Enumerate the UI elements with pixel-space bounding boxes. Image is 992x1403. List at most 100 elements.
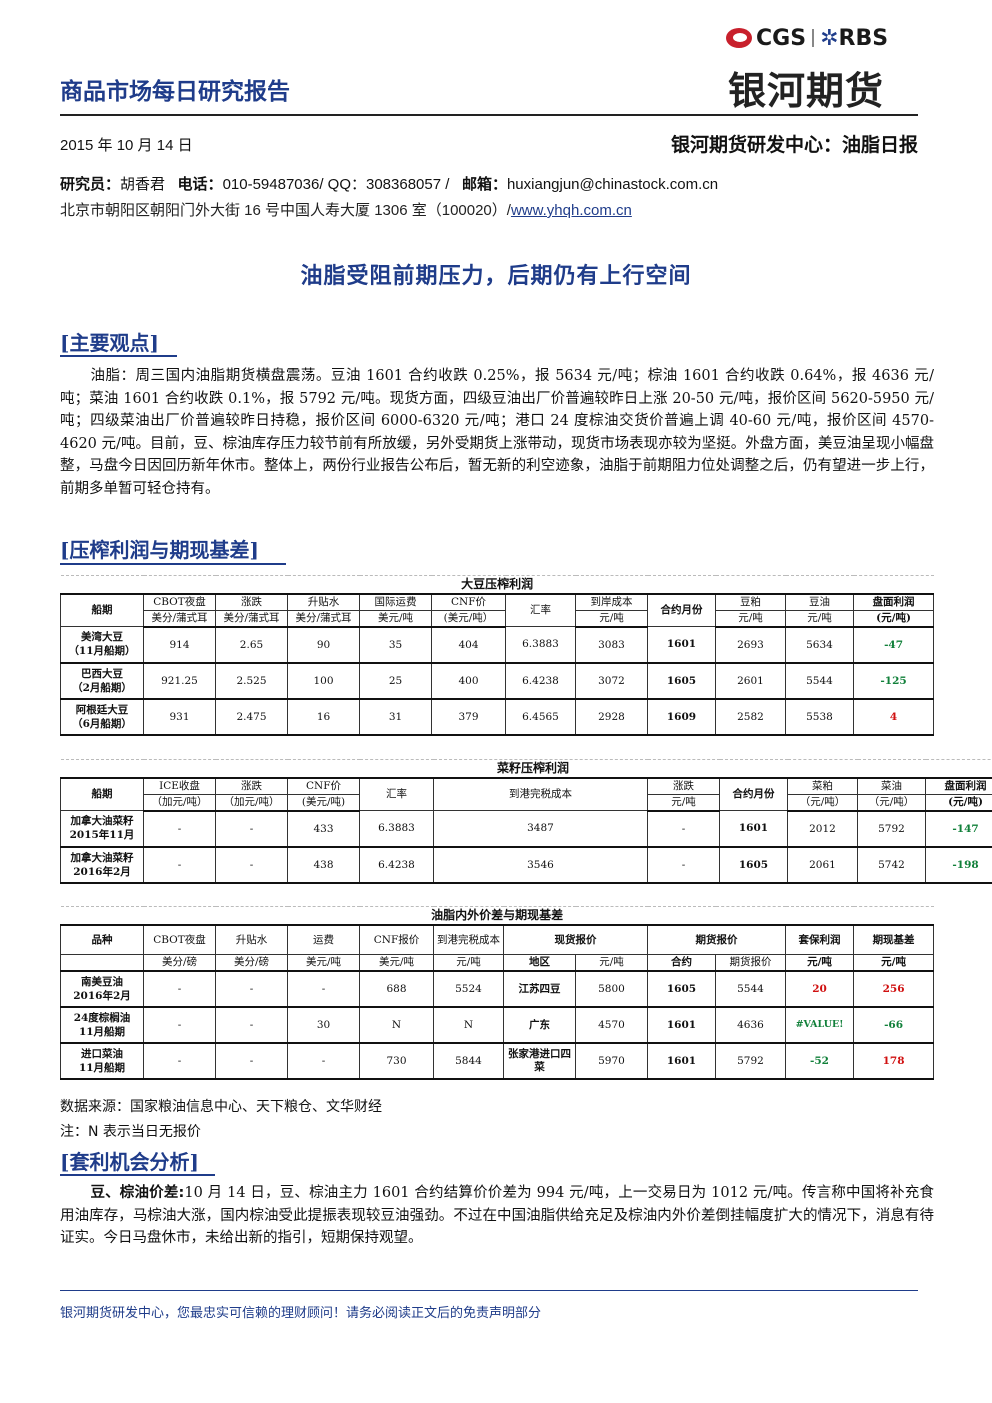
unit-cell: 元/吨	[715, 610, 786, 628]
website-link[interactable]: www.yhqh.com.cn	[510, 202, 632, 219]
value-cell: N	[359, 1006, 434, 1044]
value-cell: 5742	[857, 846, 926, 884]
value-cell: 4570	[575, 1006, 648, 1044]
value-cell: 30	[287, 1006, 360, 1044]
section-underline	[60, 355, 177, 357]
header-cell: 涨跌	[215, 776, 288, 795]
table-row: 巴西大豆（2月船期） 921.25 2.525 100 25 400 6.423…	[60, 662, 935, 700]
value-cell: -	[215, 1042, 288, 1080]
header-cell: 套保利润	[785, 923, 854, 955]
logo-chinese-name: 银河期货	[728, 69, 885, 113]
value-cell: 931	[143, 698, 216, 736]
value-cell: 4636	[715, 1006, 786, 1044]
value-cell: 1605	[719, 846, 788, 884]
value-cell: 5792	[715, 1042, 786, 1080]
report-date: 2015 年 10 月 14 日	[60, 137, 193, 154]
value-cell: 921.25	[143, 662, 216, 700]
profit-cell: -125	[852, 662, 935, 700]
oil-spread-basis-table: 油脂内外价差与期现基差 品种 CBOT夜盘 升贴水 运费 CNF报价 到港完税成…	[60, 906, 935, 1080]
value-cell: 5544	[785, 662, 854, 700]
unit-cell: 美元/吨	[287, 954, 360, 972]
header-cell: 涨跌	[215, 592, 288, 611]
header-cell: 升贴水	[215, 923, 288, 955]
value-cell: 3487	[433, 810, 648, 848]
value-cell: 6.4238	[359, 846, 434, 884]
value-cell: 5844	[433, 1042, 504, 1080]
value-cell: 433	[287, 810, 360, 848]
report-center-title: 银河期货研发中心：油脂日报	[670, 134, 918, 156]
unit-cell: 美元/吨	[359, 954, 434, 972]
value-cell: 6.3883	[359, 810, 434, 848]
value-cell: 5792	[857, 810, 926, 848]
value-cell: 100	[287, 662, 360, 700]
unit-cell	[60, 954, 144, 972]
header-cell: 升贴水	[287, 592, 360, 611]
value-cell: 1601	[647, 626, 716, 664]
value-cell: 730	[359, 1042, 434, 1080]
rbs-star-icon: ✲	[820, 26, 839, 51]
header-cell: CBOT夜盘	[143, 592, 216, 611]
table-title: 大豆压榨利润	[60, 575, 934, 594]
header-cell: 盘面利润	[924, 776, 992, 795]
header-cell: CBOT夜盘	[143, 923, 216, 955]
profit-cell: -147	[924, 810, 992, 848]
row-label: 美湾大豆（11月船期）	[60, 626, 144, 664]
header-cell: 豆粕	[715, 592, 786, 611]
address-line: 北京市朝阳区朝阳门外大街 16 号中国人寿大厦 1306 室（100020）/w…	[60, 199, 632, 220]
row-label: 阿根廷大豆（6月船期）	[60, 698, 144, 736]
value-cell: -	[143, 1042, 216, 1080]
value-cell: 2061	[787, 846, 858, 884]
header-cell: 盘面利润	[852, 592, 935, 611]
value-cell: N	[433, 1006, 504, 1044]
value-cell: -	[647, 846, 720, 884]
researcher-label: 研究员：	[60, 175, 121, 193]
value-cell: 1601	[647, 1042, 716, 1080]
header-cell: 到港完税成本	[433, 923, 504, 955]
phone-label: 电话：	[177, 175, 223, 193]
profit-cell: 4	[852, 698, 935, 736]
value-cell: 1601	[719, 810, 788, 848]
value-cell: 2.65	[215, 626, 288, 664]
section-underline	[60, 563, 286, 565]
profit-cell: -198	[924, 846, 992, 884]
paragraph-lead: 豆、棕油价差:	[90, 1185, 185, 1201]
section-heading-arbitrage: [套利机会分析]	[60, 1150, 199, 1174]
header-cell: 菜油	[857, 776, 926, 795]
value-cell: -	[215, 1006, 288, 1044]
header-cell: 品种	[60, 923, 144, 955]
header-cell: 菜粕	[787, 776, 858, 795]
value-cell: 3072	[575, 662, 648, 700]
address-text: 北京市朝阳区朝阳门外大街 16 号中国人寿大厦 1306 室（100020）/	[60, 202, 511, 219]
unit-cell: 元/吨	[785, 954, 854, 972]
footer-divider	[60, 1290, 918, 1291]
header-cell: 船期	[60, 776, 144, 811]
value-cell: 2693	[715, 626, 786, 664]
value-cell: -	[143, 970, 216, 1008]
main-title: 油脂受阻前期压力，后期仍有上行空间	[300, 263, 692, 289]
researcher-name: 胡香君	[120, 176, 166, 193]
unit-cell: （加元/吨）	[143, 794, 216, 812]
unit-cell: （元/吨）	[787, 794, 858, 812]
hedge-profit-cell: 20	[785, 970, 854, 1008]
value-cell: 2582	[715, 698, 786, 736]
unit-cell: (美元/吨)	[287, 794, 360, 812]
table-title: 菜籽压榨利润	[60, 759, 992, 778]
value-cell: 688	[359, 970, 434, 1008]
unit-cell: 元/吨	[575, 610, 648, 628]
value-cell: 5970	[575, 1042, 648, 1080]
unit-cell: 元/吨	[433, 954, 504, 972]
section-underline	[60, 1174, 215, 1176]
header-cell: 汇率	[359, 776, 434, 811]
email-value[interactable]: huxiangjun@chinastock.com.cn	[506, 176, 719, 193]
value-cell: 25	[359, 662, 432, 700]
value-cell: -	[215, 970, 288, 1008]
main-views-paragraph: 油脂：周三国内油脂期货横盘震荡。豆油 1601 合约收跌 0.25%，报 563…	[60, 368, 934, 497]
